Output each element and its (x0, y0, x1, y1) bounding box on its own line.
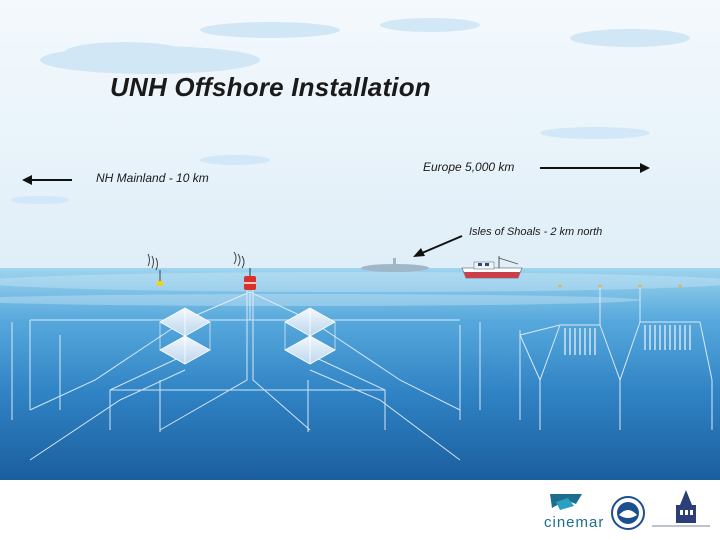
small-buoy-icon (147, 253, 163, 286)
surface-floats (558, 284, 682, 288)
island (361, 258, 429, 272)
longline-system (519, 286, 713, 430)
cinemar-logo-text: cinemar (544, 514, 605, 531)
clouds (10, 18, 690, 204)
isles-distance-label: Isles of Shoals - 2 km north (469, 226, 603, 238)
surface-bands (0, 272, 720, 306)
arrow-europe (540, 163, 650, 173)
arrow-mainland (22, 175, 72, 185)
fish-cage-right (284, 307, 336, 365)
fish-cage-left (159, 307, 211, 365)
arrow-isles (413, 235, 463, 257)
red-buoy-icon (233, 251, 256, 290)
anchor-posts (11, 322, 521, 432)
unh-building-icon (652, 490, 710, 527)
page-title: UNH Offshore Installation (110, 72, 431, 102)
noaa-seal-icon (611, 496, 645, 530)
boat-icon (461, 256, 523, 279)
cinemar-logo-icon (550, 494, 582, 510)
europe-distance-label: Europe 5,000 km (423, 160, 515, 174)
mainland-distance-label: NH Mainland - 10 km (96, 171, 209, 185)
mooring-grid (29, 290, 461, 461)
seafloor-band (0, 480, 720, 540)
